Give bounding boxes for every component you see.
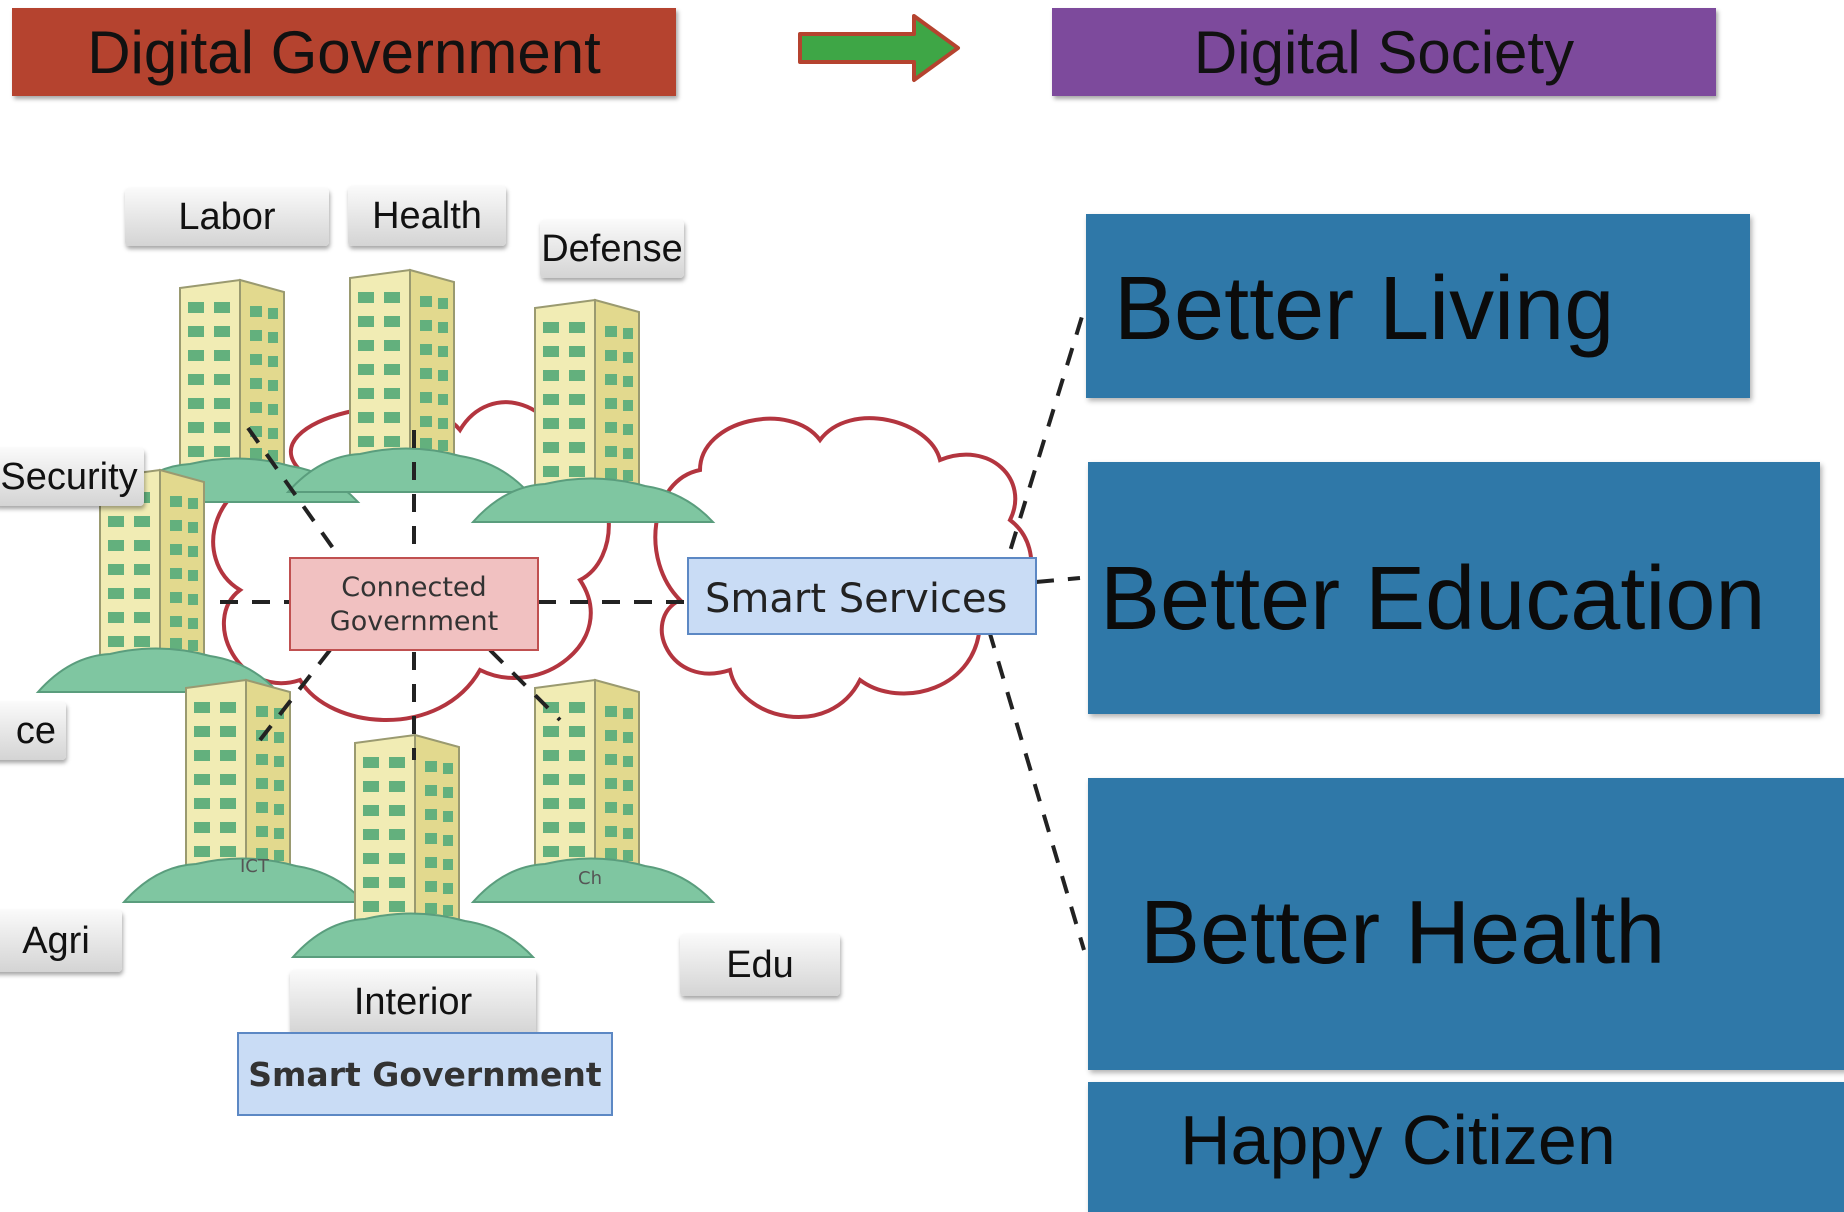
outcome-better-living: Better Living <box>1086 214 1750 398</box>
outcome-happy-citizen: Happy Citizen <box>1088 1082 1844 1212</box>
smart-government-label: Smart Government <box>248 1054 602 1094</box>
ict-building-label: ICT <box>240 856 270 877</box>
better-living-label: Better Living <box>1114 259 1615 359</box>
digital-government-title: Digital Government <box>87 18 601 86</box>
ministry-tag-defense: Defense <box>540 220 684 278</box>
connected-government-line: Connected <box>341 572 486 603</box>
ministry-tag-health: Health <box>348 186 506 246</box>
happy-citizen-label: Happy Citizen <box>1180 1101 1616 1179</box>
interior-building-icon <box>292 734 534 958</box>
ministry-tag-finance: ce <box>0 702 66 760</box>
outcome-better-health: Better Health <box>1088 778 1844 1070</box>
smart-services-label: Smart Services <box>705 576 1007 622</box>
digital-society-banner: Digital Society <box>1052 8 1716 96</box>
smart-government-box: Smart Government <box>237 1032 613 1116</box>
commerce-building-label: Ch <box>578 868 602 889</box>
ministry-tag-edu: Edu <box>680 934 840 996</box>
digital-society-title: Digital Society <box>1193 18 1575 86</box>
right-arrow-icon <box>798 14 960 82</box>
connected-government-line: Government <box>330 606 498 637</box>
digital-government-banner: Digital Government <box>12 8 676 96</box>
ministry-tag-interior: Interior <box>290 970 536 1034</box>
ministry-tag-agri: Agri <box>0 910 122 972</box>
ministry-tag-labor: Labor <box>125 188 329 246</box>
better-education-label: Better Education <box>1100 549 1766 649</box>
better-health-label: Better Health <box>1140 883 1666 983</box>
outcome-better-education: Better Education <box>1088 462 1820 714</box>
ministry-tag-security: Security <box>0 448 144 506</box>
